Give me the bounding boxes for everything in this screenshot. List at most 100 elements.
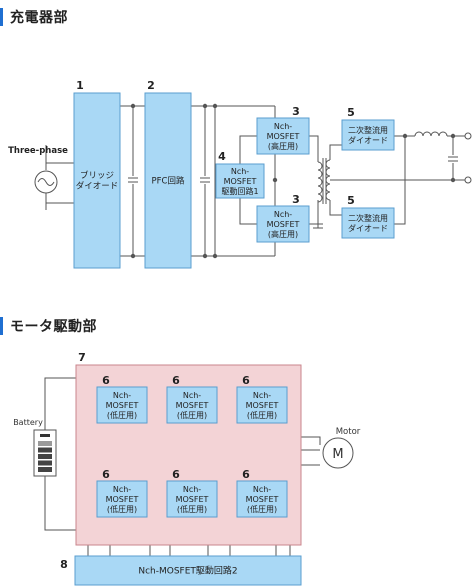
junction-dot bbox=[212, 103, 218, 109]
sine-wave-icon bbox=[37, 178, 55, 186]
battery-cell-icon bbox=[38, 441, 52, 446]
junction-dot bbox=[450, 177, 456, 183]
mosfet-low-voltage-upper-3-label: Nch- bbox=[253, 391, 271, 400]
mosfet-high-voltage-bottom-block-label: MOSFET bbox=[267, 220, 300, 229]
mosfet-high-voltage-bottom-block-label: (高圧用) bbox=[268, 229, 298, 239]
block-number: 6 bbox=[242, 374, 250, 387]
motor-label: Motor bbox=[336, 427, 361, 437]
bridge-diode-block bbox=[73, 92, 121, 269]
junction-dot bbox=[130, 253, 136, 259]
block-number: 6 bbox=[102, 468, 110, 481]
mosfet-low-voltage-lower-1-label: (低圧用) bbox=[107, 504, 137, 514]
mosfet-low-voltage-lower-2-label: Nch- bbox=[183, 485, 201, 494]
output-terminal bbox=[464, 176, 472, 184]
battery-terminal-icon bbox=[40, 434, 50, 437]
block-number: 2 bbox=[147, 79, 155, 92]
junction-dot bbox=[202, 103, 208, 109]
bridge-diode-block-label: ブリッジ bbox=[80, 170, 114, 181]
wire bbox=[329, 136, 343, 160]
battery-label: Battery bbox=[13, 418, 43, 427]
block-number: 3 bbox=[292, 193, 300, 206]
motor-section-title: モータ駆動部 bbox=[10, 319, 97, 335]
mosfet-low-voltage-lower-2 bbox=[166, 480, 218, 518]
battery-cell-icon bbox=[38, 454, 52, 459]
mosfet-low-voltage-lower-2-label: MOSFET bbox=[176, 495, 209, 504]
heading-accent-bar bbox=[0, 317, 3, 335]
wire bbox=[329, 200, 343, 224]
block-number: 8 bbox=[60, 558, 68, 571]
mosfet-low-voltage-upper-1-label: Nch- bbox=[113, 391, 131, 400]
heading-accent-bar bbox=[0, 8, 3, 26]
mosfet-driver2-block-label: Nch-MOSFET駆動回路2 bbox=[138, 565, 237, 577]
mosfet-high-voltage-bottom-block bbox=[256, 205, 310, 243]
battery-cell-icon bbox=[38, 460, 52, 466]
mosfet-high-voltage-top-block-label: (高圧用) bbox=[268, 141, 298, 151]
mosfet-low-voltage-upper-3-label: MOSFET bbox=[246, 401, 279, 410]
block-number: 4 bbox=[218, 150, 226, 163]
mosfet-low-voltage-lower-2-label: (低圧用) bbox=[177, 504, 207, 514]
battery-cell-icon bbox=[38, 447, 52, 453]
mosfet-low-voltage-upper-3-label: (低圧用) bbox=[247, 410, 277, 420]
mosfet-low-voltage-upper-2 bbox=[166, 386, 218, 424]
mosfet-driver1-block bbox=[215, 163, 265, 199]
junction-dot bbox=[202, 253, 208, 259]
output-terminal bbox=[464, 132, 472, 140]
mosfet-driver1-block-label: MOSFET bbox=[224, 177, 257, 186]
mosfet-low-voltage-upper-2-label: Nch- bbox=[183, 391, 201, 400]
block-number: 3 bbox=[292, 105, 300, 118]
wire bbox=[239, 198, 257, 225]
mosfet-low-voltage-lower-1 bbox=[96, 480, 148, 518]
motor-symbol: M bbox=[332, 447, 343, 462]
rectifier-diode-top-block-label: 二次整流用 bbox=[348, 125, 388, 135]
output-inductor bbox=[414, 131, 448, 137]
rectifier-diode-top-block-label: ダイオード bbox=[348, 135, 388, 145]
junction-dot bbox=[450, 133, 456, 139]
charger-section-heading: 充電器部 bbox=[0, 6, 68, 28]
pfc-circuit-block bbox=[144, 92, 192, 269]
junction-dot bbox=[272, 177, 278, 183]
rectifier-diode-bottom-block bbox=[341, 207, 395, 239]
transformer-secondary-coil bbox=[325, 159, 331, 201]
mosfet-low-voltage-lower-3-label: MOSFET bbox=[246, 495, 279, 504]
mosfet-low-voltage-upper-3 bbox=[236, 386, 288, 424]
mosfet-driver1-block-label: Nch- bbox=[231, 167, 249, 176]
mosfet-low-voltage-upper-2-label: (低圧用) bbox=[177, 410, 207, 420]
charger-section-title: 充電器部 bbox=[10, 10, 68, 26]
mosfet-high-voltage-top-block-label: MOSFET bbox=[267, 132, 300, 141]
rectifier-diode-top-block bbox=[341, 119, 395, 151]
mosfet-low-voltage-lower-3-label: (低圧用) bbox=[247, 504, 277, 514]
junction-dot bbox=[130, 103, 136, 109]
junction-dot bbox=[212, 253, 218, 259]
transformer-primary-coil bbox=[317, 161, 323, 203]
mosfet-low-voltage-lower-1-label: Nch- bbox=[113, 485, 131, 494]
mosfet-low-voltage-upper-1-label: (低圧用) bbox=[107, 410, 137, 420]
block-number: 5 bbox=[347, 194, 355, 207]
mosfet-high-voltage-top-block bbox=[256, 117, 310, 155]
mosfet-driver1-block-label: 駆動回路1 bbox=[221, 186, 258, 196]
battery-cell-icon bbox=[38, 467, 52, 472]
block-number: 6 bbox=[242, 468, 250, 481]
three-phase-label: Three-phase bbox=[8, 146, 68, 156]
motor-section-heading: モータ駆動部 bbox=[0, 315, 97, 337]
group-number: 7 bbox=[78, 351, 86, 364]
block-number: 5 bbox=[347, 106, 355, 119]
mosfet-driver2-block bbox=[74, 555, 302, 586]
motor-icon bbox=[322, 437, 354, 469]
block-number: 6 bbox=[172, 374, 180, 387]
mosfet-low-voltage-lower-3-label: Nch- bbox=[253, 485, 271, 494]
block-number: 6 bbox=[172, 468, 180, 481]
block-number: 1 bbox=[76, 79, 84, 92]
mosfet-high-voltage-bottom-block-label: Nch- bbox=[274, 210, 292, 219]
wire bbox=[239, 135, 257, 164]
wire bbox=[309, 200, 319, 225]
junction-dot bbox=[402, 133, 408, 139]
wire bbox=[309, 135, 319, 162]
mosfet-low-voltage-upper-2-label: MOSFET bbox=[176, 401, 209, 410]
mosfet-low-voltage-upper-1 bbox=[96, 386, 148, 424]
bridge-diode-block-label: ダイオード bbox=[76, 181, 119, 192]
rectifier-diode-bottom-block-label: ダイオード bbox=[348, 223, 388, 233]
rectifier-diode-bottom-block-label: 二次整流用 bbox=[348, 213, 388, 223]
mosfet-low-voltage-lower-3 bbox=[236, 480, 288, 518]
wire bbox=[394, 136, 406, 225]
